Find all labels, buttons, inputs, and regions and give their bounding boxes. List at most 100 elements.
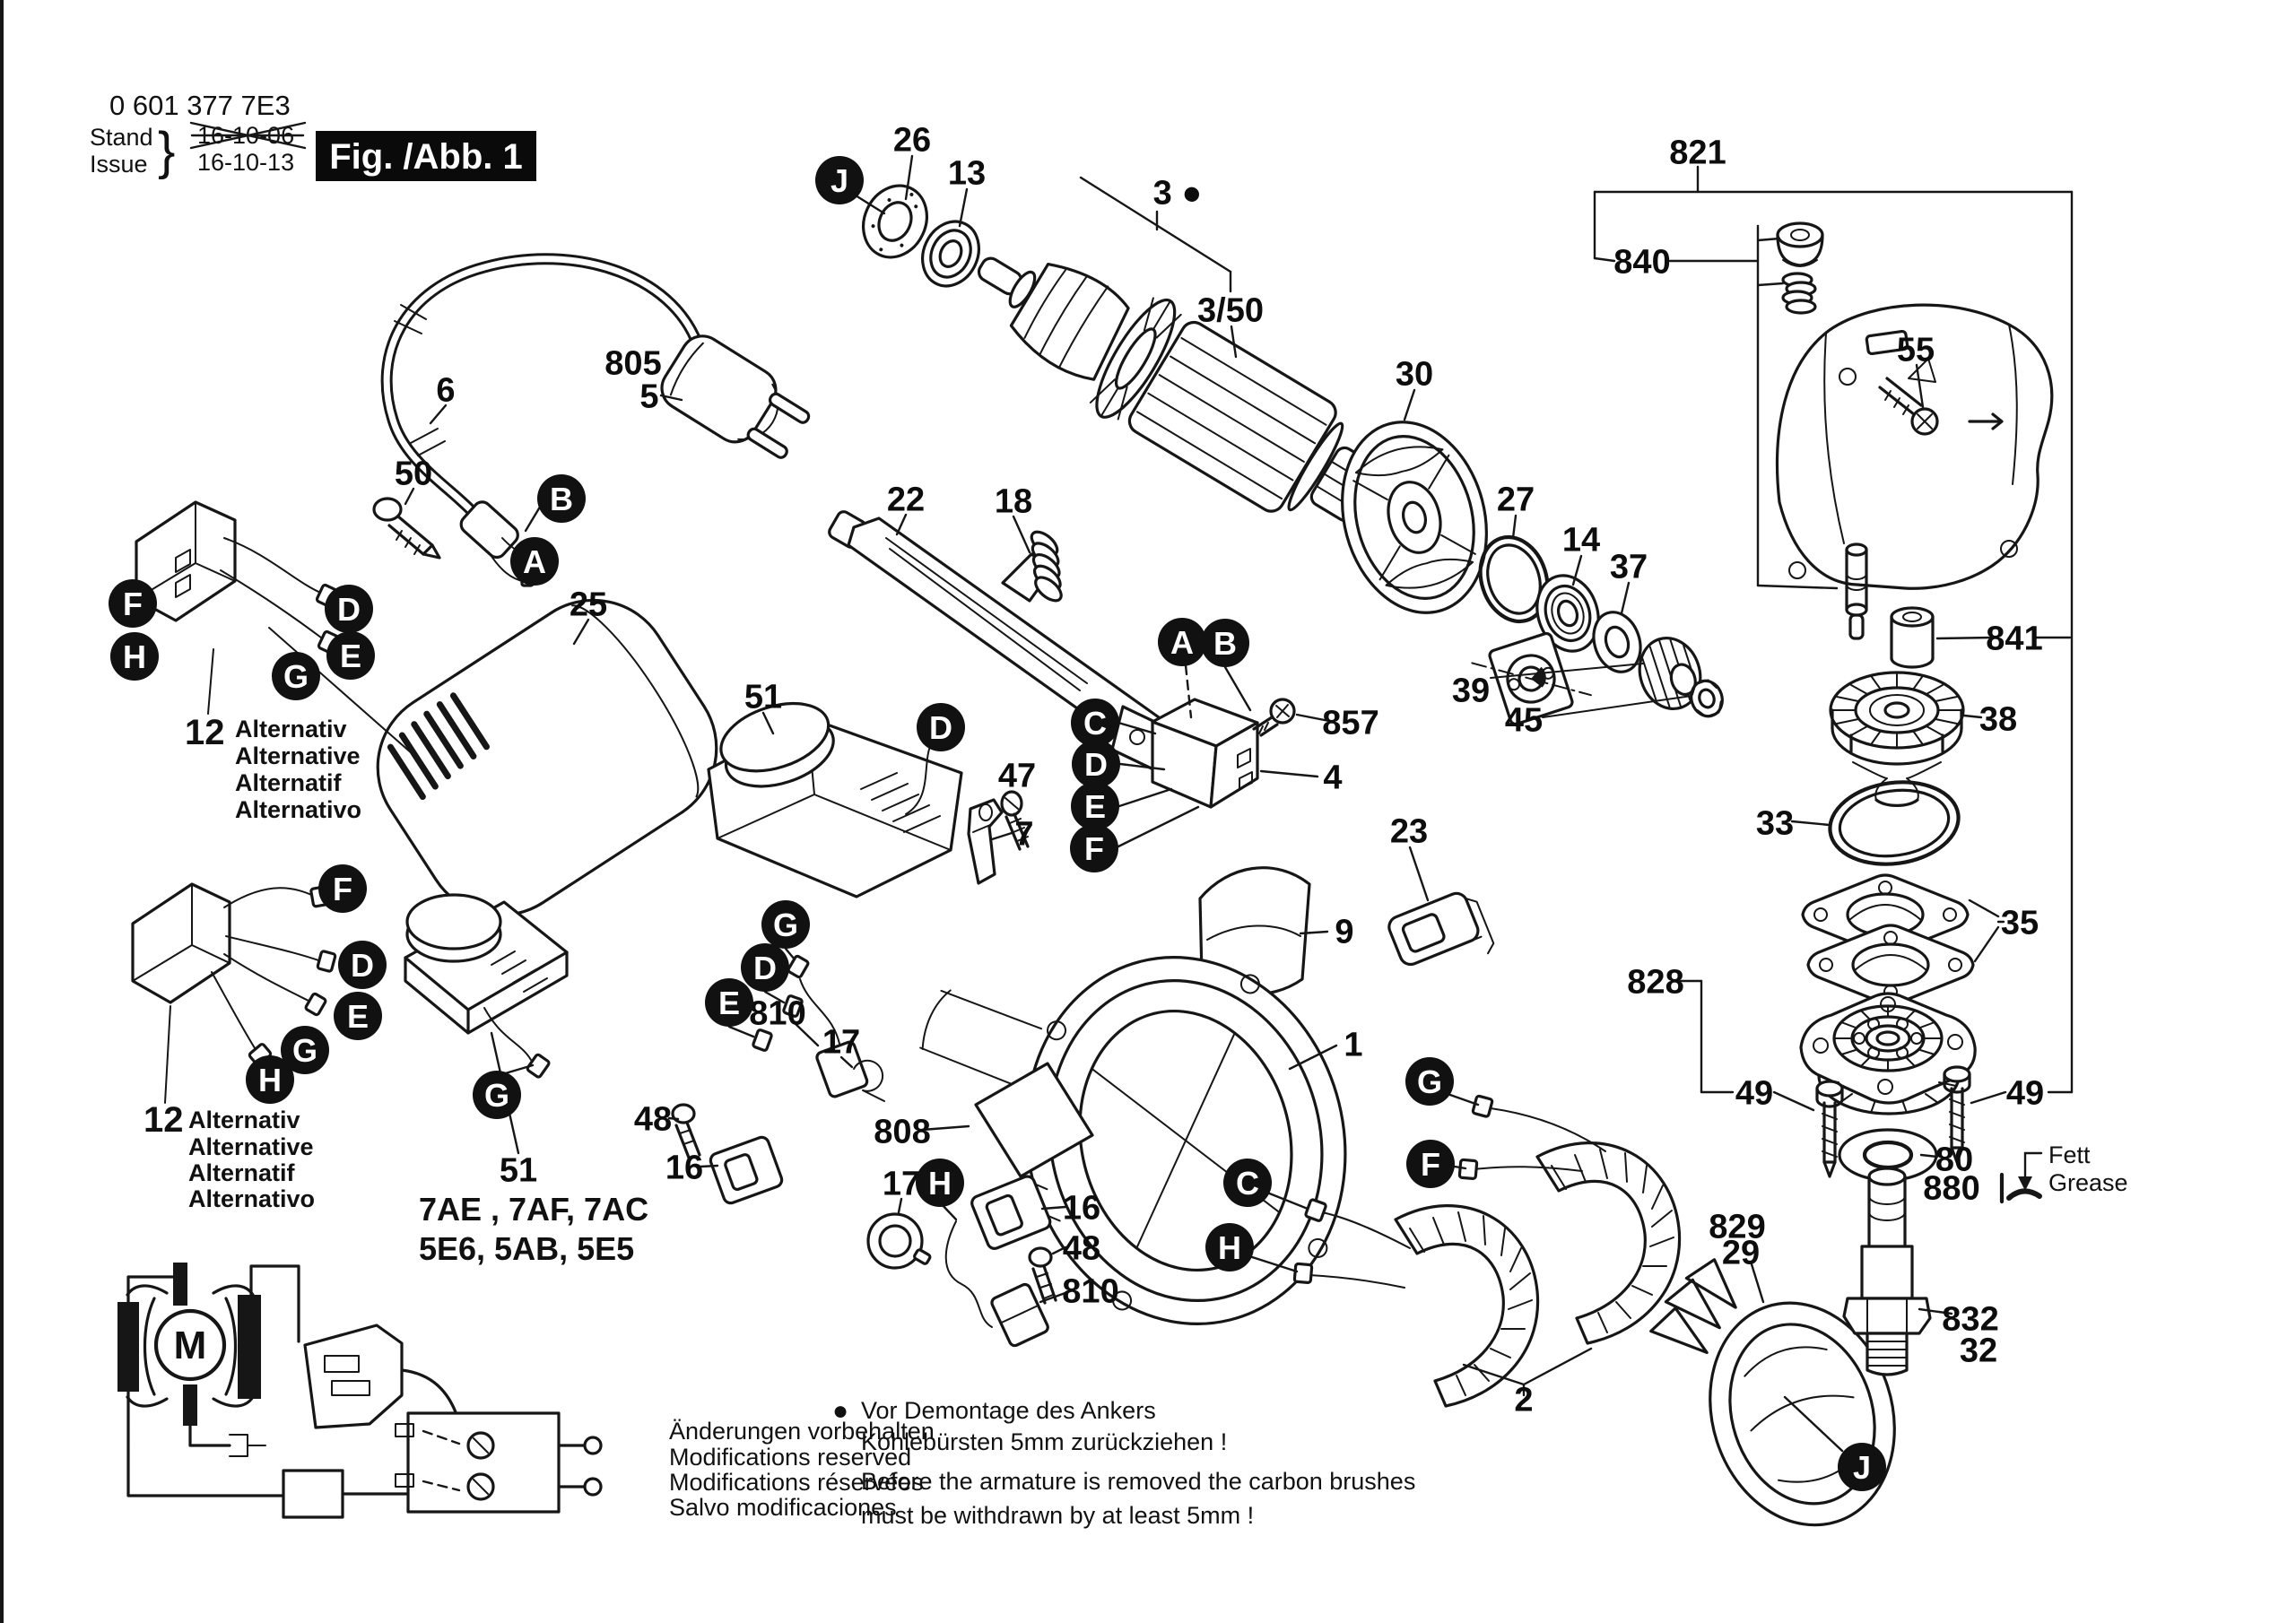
marker-G: G [473,1071,521,1119]
part-label-47: 47 [998,758,1036,795]
part-label-22: 22 [887,482,925,519]
part-label-6: 6 [436,372,455,410]
terminal-block-4 [1151,664,1259,809]
alt-block-upper: 12 Alternativ Alternative Alternatif Alt… [185,713,361,823]
note-line: Modifications réservées [669,1469,924,1496]
marker-D: D [325,585,373,633]
marker-D: D [338,941,387,989]
part-label-3: 3 ● [1153,175,1203,213]
marker-A: A [1158,618,1206,666]
svg-text:F: F [1084,830,1104,867]
bearing-14 [1535,574,1600,653]
spring-clip-17-upper [853,1059,885,1102]
lock-button-cap [1776,221,1824,267]
switch-51 [707,702,963,898]
svg-text:G: G [283,658,309,695]
svg-text:C: C [1236,1165,1259,1202]
alt-lang: Alternativ [235,716,347,742]
marker-H: H [1205,1223,1254,1271]
bracket-7 [967,798,1004,885]
marker-C: C [1071,699,1119,747]
screw-55 [1878,377,1939,436]
title-block: 0 601 377 7E3 Stand Issue } 16-10-06 16-… [90,90,536,181]
svg-text:E: E [347,998,369,1035]
alt-lang: Alternatif [235,769,343,796]
grease-note: Fett Grease [2048,1141,2128,1196]
part-label-5: 5 [639,378,658,416]
connector [752,1028,773,1052]
part-label-16: 16 [1063,1190,1100,1228]
alt-lang: Alternativo [235,796,361,823]
marker-B: B [1201,619,1249,667]
part-label-841: 841 [1986,621,2042,658]
svg-text:G: G [484,1077,509,1114]
marker-A: A [510,537,559,586]
svg-text:D: D [337,591,361,628]
note-line: Before the armature is removed the carbo… [861,1468,1415,1495]
svg-text:D: D [929,709,952,746]
felt-ring-26 [862,184,928,259]
svg-text:E: E [718,985,740,1021]
carbon-brush-810-lower [990,1282,1049,1348]
part-number: 0 601 377 7E3 [109,90,291,121]
part-label-857: 857 [1322,705,1378,742]
marker-G: G [272,652,320,700]
gear-housing-cover [1775,303,2054,590]
part-label-18: 18 [995,483,1032,521]
grease-de: Fett [2048,1141,2091,1168]
part-label-37: 37 [1610,549,1648,586]
part-label-829: 829 [1709,1209,1765,1246]
part-label-49: 49 [1735,1075,1773,1113]
spring-18 [1030,530,1063,603]
brush-pigtail [944,1220,993,1328]
note-bullet: ● [832,1396,848,1426]
part-label-25: 25 [570,586,607,624]
part-label-350: 3/50 [1197,292,1264,330]
models-line-2: 5E6, 5AB, 5E5 [419,1230,634,1267]
svg-text:H: H [928,1165,952,1202]
svg-text:D: D [753,950,777,986]
note-line: Änderungen vorbehalten [669,1418,935,1445]
brush-holder-16-upper [709,1135,784,1205]
alt-lang: Alternative [188,1133,314,1160]
part-label-50: 50 [395,456,432,493]
marker-J: J [815,156,864,204]
part-label-29: 29 [1722,1235,1760,1272]
motor-symbol: M [174,1324,207,1367]
part-label-821: 821 [1669,135,1726,172]
new-date: 16-10-13 [197,149,294,176]
part-label-51: 51 [500,1152,537,1190]
svg-text:J: J [831,162,848,199]
lock-pin [1845,542,1868,640]
svg-text:D: D [1084,746,1108,783]
switch-slide-23 [1387,891,1495,967]
screw-49-left [1815,1080,1844,1178]
note-line: Modifications reserved [669,1444,911,1471]
part-label-13: 13 [948,155,986,193]
marker-D: D [741,943,789,992]
marker-E: E [334,992,382,1040]
figure-title-box [316,131,536,181]
svg-text:F: F [1421,1146,1440,1183]
part-label-30: 30 [1396,356,1433,394]
marker-B: B [537,474,586,523]
marker-H: H [246,1055,294,1104]
screw-857 [1252,698,1296,737]
part-label-810: 810 [749,995,805,1033]
part-label-7: 7 [1014,816,1033,854]
part-label-48: 48 [1063,1230,1100,1268]
svg-text:G: G [773,907,798,943]
models-line-1: 7AE , 7AF, 7AC [419,1191,648,1228]
alt-lang: Alternativo [188,1185,315,1212]
marker-J: J [1838,1443,1886,1491]
marker-D: D [917,703,965,751]
spacer-sleeve-841 [1890,606,1935,669]
power-cord [380,253,708,587]
connector [787,954,810,979]
part-label-17: 17 [883,1166,920,1203]
page-edge [0,0,4,1623]
bearing-flange-828 [1799,992,1977,1115]
svg-text:B: B [1213,625,1237,662]
